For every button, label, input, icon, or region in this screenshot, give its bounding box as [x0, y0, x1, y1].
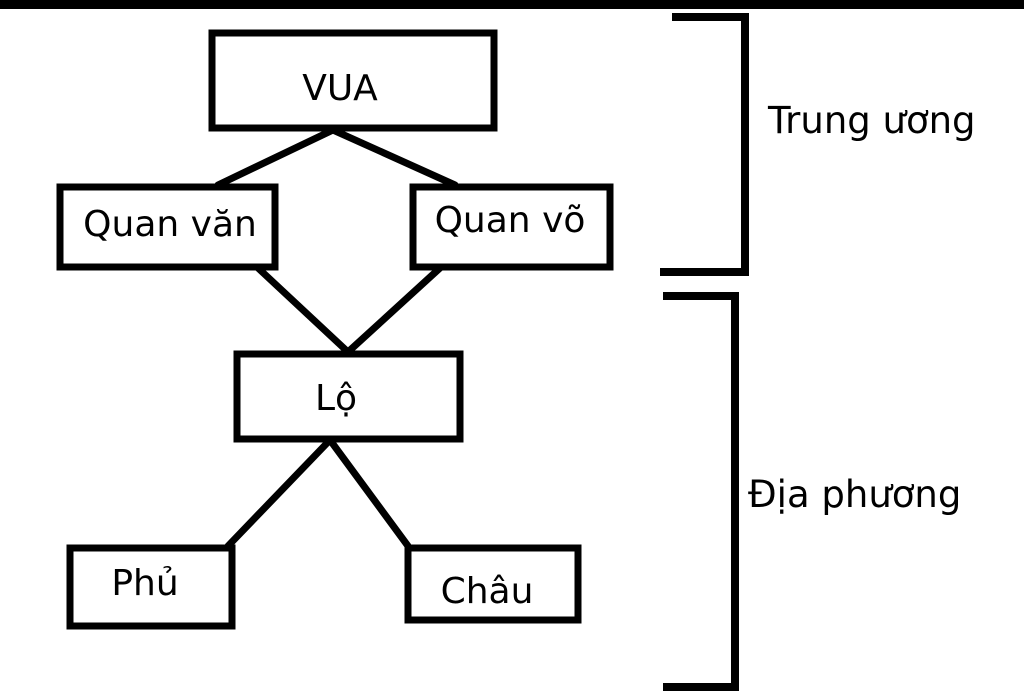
edge-lo-chau	[326, 436, 412, 550]
edge-quan-van-lo	[254, 264, 352, 356]
edge-lo-phu	[224, 436, 334, 550]
edge-vua-quan-vo	[329, 126, 459, 189]
group-local-label: Địa phương	[748, 473, 961, 516]
top-border	[0, 0, 1024, 9]
edge-quan-vo-lo	[344, 264, 444, 356]
node-quan-vo-box	[409, 183, 614, 271]
bracket-local	[663, 292, 739, 691]
node-quan-van-label: Quan văn	[83, 204, 257, 245]
edge-vua-quan-van	[214, 126, 337, 189]
bracket-central	[660, 13, 749, 276]
node-lo-box	[233, 350, 464, 443]
node-quan-vo-label: Quan võ	[435, 200, 586, 241]
node-vua-label: VUA	[302, 68, 378, 109]
node-phu-label: Phủ	[111, 563, 178, 604]
node-lo-label: Lộ	[315, 378, 357, 419]
node-chau-box	[404, 544, 582, 624]
node-vua-box	[208, 29, 498, 132]
node-chau-label: Châu	[441, 571, 534, 612]
node-phu-box	[66, 544, 236, 630]
node-quan-van-box	[56, 183, 279, 271]
group-central-label: Trung ương	[767, 99, 976, 142]
